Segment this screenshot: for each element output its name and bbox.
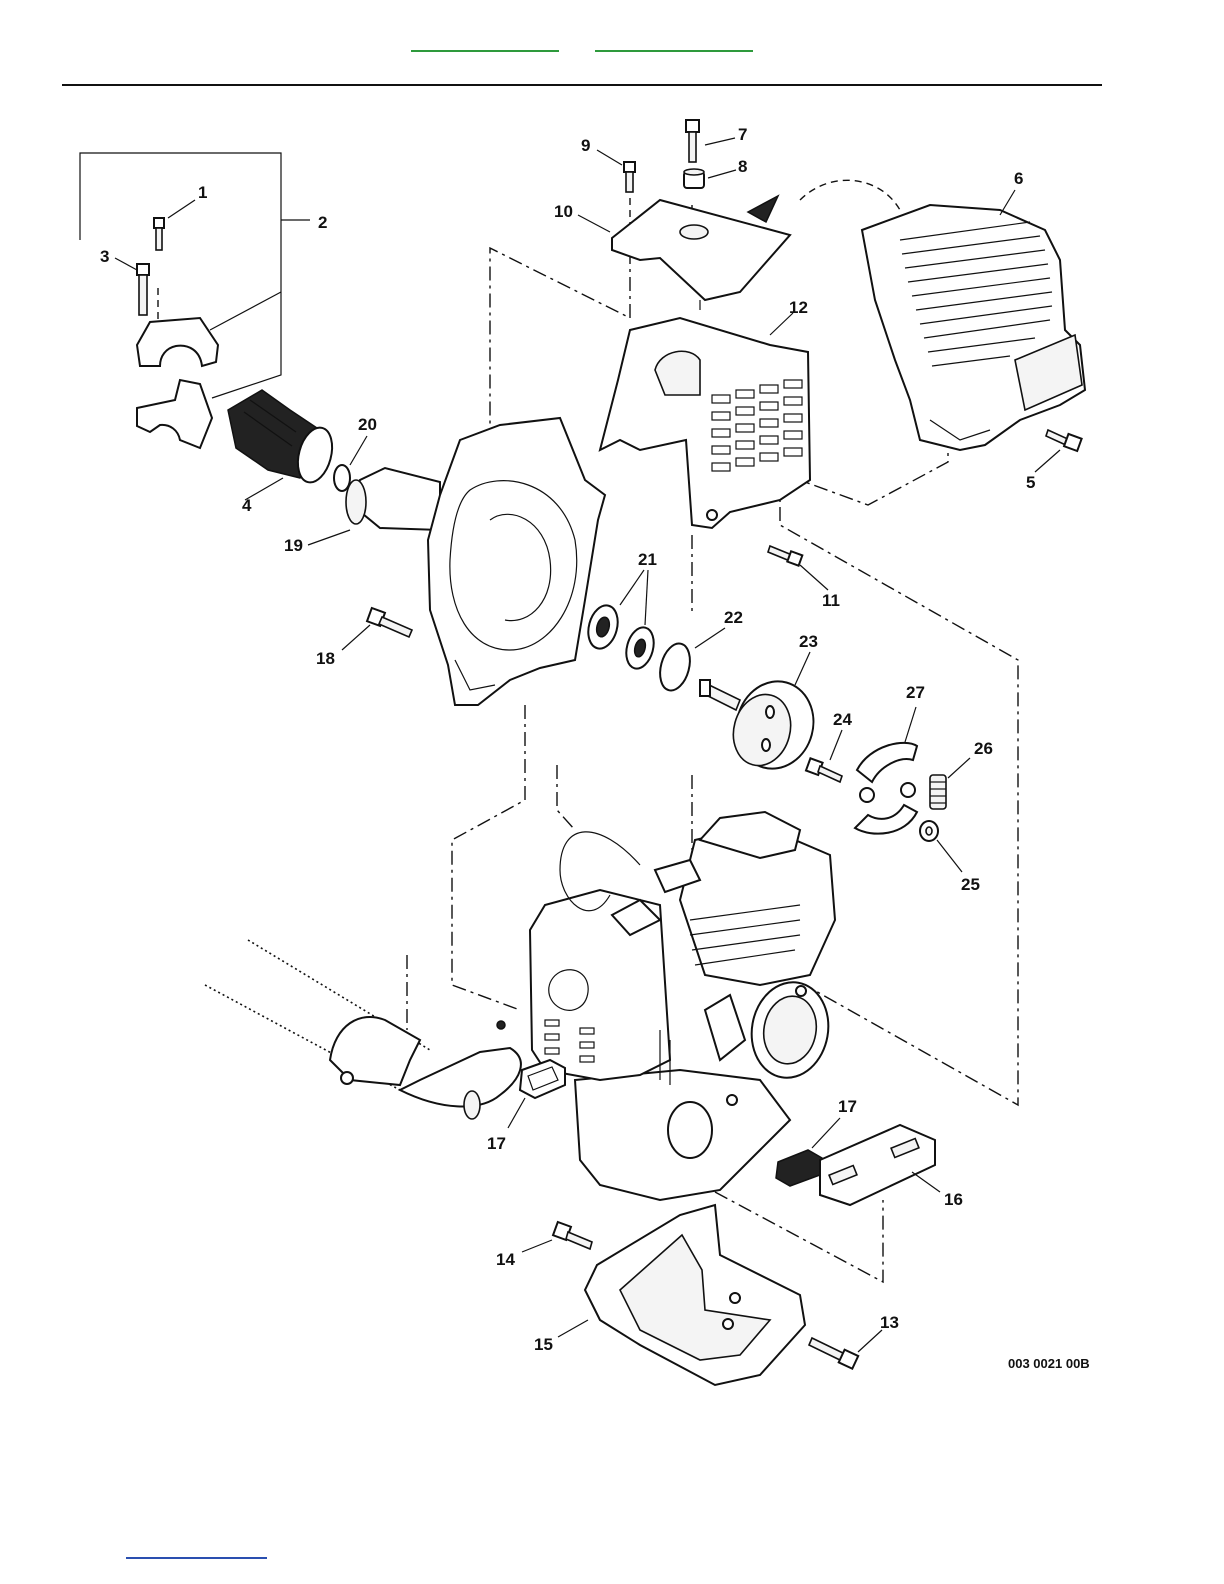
bearing-part-21[interactable] [584, 602, 658, 672]
clamp-upper-half[interactable] [137, 318, 218, 366]
group-bracket [80, 153, 310, 398]
callout-25: 25 [961, 875, 980, 894]
muffler-guard-part-6[interactable] [862, 205, 1085, 450]
callout-14: 14 [496, 1250, 515, 1269]
callout-9: 9 [581, 136, 590, 155]
engine-assembly [530, 812, 836, 1200]
nut-part-8[interactable] [684, 169, 704, 188]
callout-11: 11 [822, 591, 840, 610]
screw-part-7[interactable] [686, 120, 699, 162]
clamp-lower-half[interactable] [137, 380, 212, 448]
callout-20: 20 [358, 415, 377, 434]
footer-link[interactable] [126, 1557, 267, 1559]
screw-part-14[interactable] [553, 1222, 592, 1249]
screw-part-11[interactable] [768, 546, 802, 566]
callout-12: 12 [789, 298, 808, 317]
screw-part-13[interactable] [809, 1338, 858, 1369]
screw-part-5[interactable] [1046, 430, 1082, 451]
callout-16: 16 [944, 1190, 963, 1209]
callout-3: 3 [100, 247, 109, 266]
screw-part-24[interactable] [806, 758, 842, 782]
callout-22: 22 [724, 608, 743, 627]
callout-13: 13 [880, 1313, 899, 1332]
screw-part-9[interactable] [624, 162, 635, 192]
buffer-part-17-right[interactable] [776, 1150, 822, 1186]
callout-6: 6 [1014, 169, 1023, 188]
handle-frame-part-15[interactable] [585, 1205, 805, 1385]
callout-4: 4 [242, 496, 252, 515]
callout-24: 24 [833, 710, 852, 729]
figure-reference-code: 003 0021 00B [1008, 1356, 1090, 1371]
coupling-boot-part-4[interactable] [228, 390, 338, 486]
callout-17-right: 17 [838, 1097, 857, 1116]
callout-1: 1 [198, 183, 207, 202]
screw-part-1[interactable] [154, 218, 164, 250]
clutch-drum-part-23[interactable] [700, 673, 823, 778]
fan-housing-part-19[interactable] [346, 418, 605, 705]
callout-21: 21 [638, 550, 657, 569]
screw-part-3[interactable] [137, 264, 149, 315]
callout-17-left: 17 [487, 1134, 506, 1153]
callout-19: 19 [284, 536, 303, 555]
washer-part-25[interactable] [920, 821, 938, 841]
callout-15: 15 [534, 1335, 553, 1354]
spring-part-26[interactable] [930, 775, 946, 809]
clutch-shoes-part-27[interactable] [855, 743, 917, 834]
retaining-ring-part-22[interactable] [655, 640, 694, 694]
isolator-plate-part-16[interactable] [820, 1125, 935, 1205]
callout-5: 5 [1026, 473, 1035, 492]
callout-2: 2 [318, 213, 327, 232]
callout-26: 26 [974, 739, 993, 758]
snap-ring-part-20[interactable] [334, 465, 350, 491]
buffer-part-17-left[interactable] [520, 1060, 565, 1098]
callout-18: 18 [316, 649, 335, 668]
callout-8: 8 [738, 157, 747, 176]
screw-part-18[interactable] [367, 608, 412, 637]
shroud-part-12[interactable] [600, 318, 810, 528]
callout-23: 23 [799, 632, 818, 651]
callout-7: 7 [738, 125, 747, 144]
callout-10: 10 [554, 202, 573, 221]
drive-tube [205, 940, 521, 1119]
callout-27: 27 [906, 683, 925, 702]
